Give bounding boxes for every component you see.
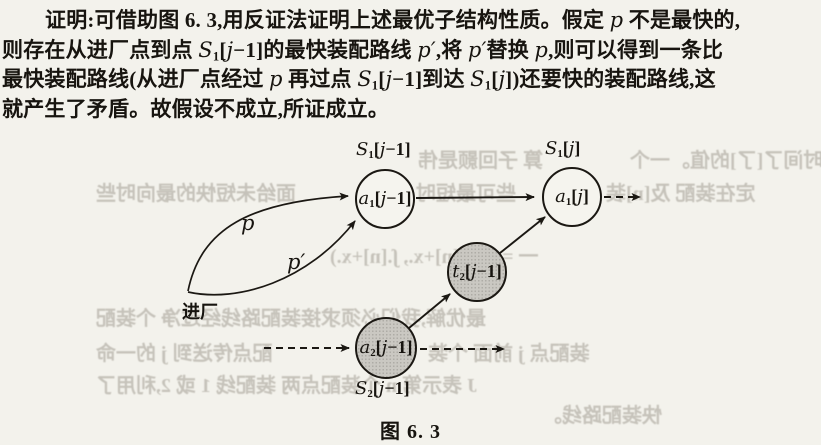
proof-paragraph: 证明:可借助图 6. 3,用反证法证明上述最优子结构性质。假定 p 不是最快的,… [2,6,820,124]
proof-paragraph-line-3: 最快装配路线(从进厂点经过 p 再过点 S1[j−1]到达 S1[j])还要快的… [2,67,716,93]
arrow-a2jm1-to-t2jm1 [408,293,451,329]
node-a2-j-1-label: a2[j−1] [359,336,413,359]
bleedthrough-text: 算 子回颢是伟 [418,150,543,172]
bleedthrough-text: 时间了[了]的值。一个 [630,150,821,172]
figure-caption: 图 6. 3 [380,421,441,443]
arrow-t2jm1-to-a1j [499,216,546,254]
arrow-a1jm1-to-a1j [415,193,535,202]
node-t2-j-1: t2[j−1] [447,242,507,302]
path-p-prime-curve [187,220,356,296]
bleedthrough-text: 面给未短快的最向时些 [96,183,296,205]
factory-entry-label: 进厂 [182,302,218,322]
node-a2-j-1: a2[j−1] [355,317,417,379]
node-a1-j-1: a1[j−1] [355,169,415,229]
proof-paragraph-line-1: 证明:可借助图 6. 3,用反证法证明上述最优子结构性质。假定 p 不是最快的, [45,8,741,32]
station-label-s1-j: S1[j] [545,138,581,161]
proof-paragraph-line-4: 就产生了矛盾。故假设不成立,所证成立。 [2,96,390,121]
path-label-p-prime: p′ [287,250,306,274]
bleedthrough-text: 定在装配 及[n]装 [606,183,756,205]
node-a1-j: a1[j] [542,167,602,227]
node-a1-j-1-label: a1[j−1] [358,187,412,210]
bleedthrough-text: 最优解,我们必须求接装配路线经过净 个装配 [96,308,486,330]
station-label-s1-j-1: S1[j−1] [356,139,411,162]
bleedthrough-text: 些可最短时 [416,183,516,205]
bleedthrough-text: J 表示第 n 个装配点两 装配线 1 或 2,利用了 [96,375,478,397]
bleedthrough-text: 一 = ʃ.(胡[n]+x., ʃ.[n]+x.) [330,246,539,268]
path-label-p: p [241,211,255,235]
proof-paragraph-line-2: 则存在从进厂点到点 S1[j−1]的最快装配路线 p′,将 p′替换 p,则可以… [2,37,724,64]
bleedthrough-text: 装配点 j 前面 个装 [428,343,590,365]
station-label-s2-j-1: S2[j−1] [355,378,410,401]
node-t2-j-1-label: t2[j−1] [452,260,502,283]
bleedthrough-text: 配点传送到 j 的一命 [96,343,273,365]
path-p-curve [187,192,349,292]
node-a1-j-label: a1[j] [555,185,589,208]
